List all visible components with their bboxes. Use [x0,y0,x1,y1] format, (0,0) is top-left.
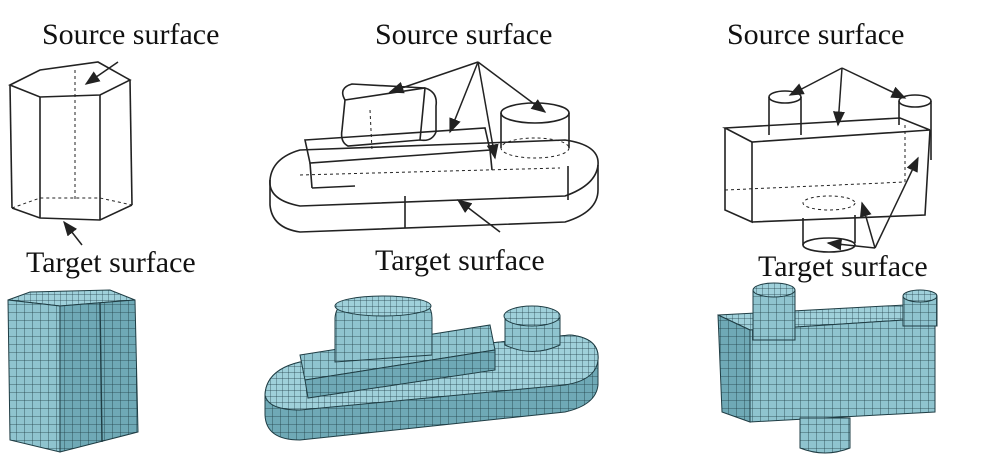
panel2-arrows [388,61,547,233]
panel3-source-label: Source surface [727,18,905,51]
panel1-source-label: Source surface [42,18,220,51]
boat-mesh [264,295,599,441]
panel1-target-label: Target surface [26,246,196,279]
panel3-target-label: Target surface [758,250,928,283]
panel2-source-label: Source surface [375,18,553,51]
panel1-arrows [63,61,119,246]
panel2-target-label: Target surface [375,244,545,277]
beam-mesh [717,282,938,454]
hex-prism-mesh [7,289,139,453]
hex-prism-wireframe [8,61,133,221]
beam-wireframe [722,90,932,253]
panel3-arrows [788,67,919,251]
boat-wireframe [269,83,599,233]
